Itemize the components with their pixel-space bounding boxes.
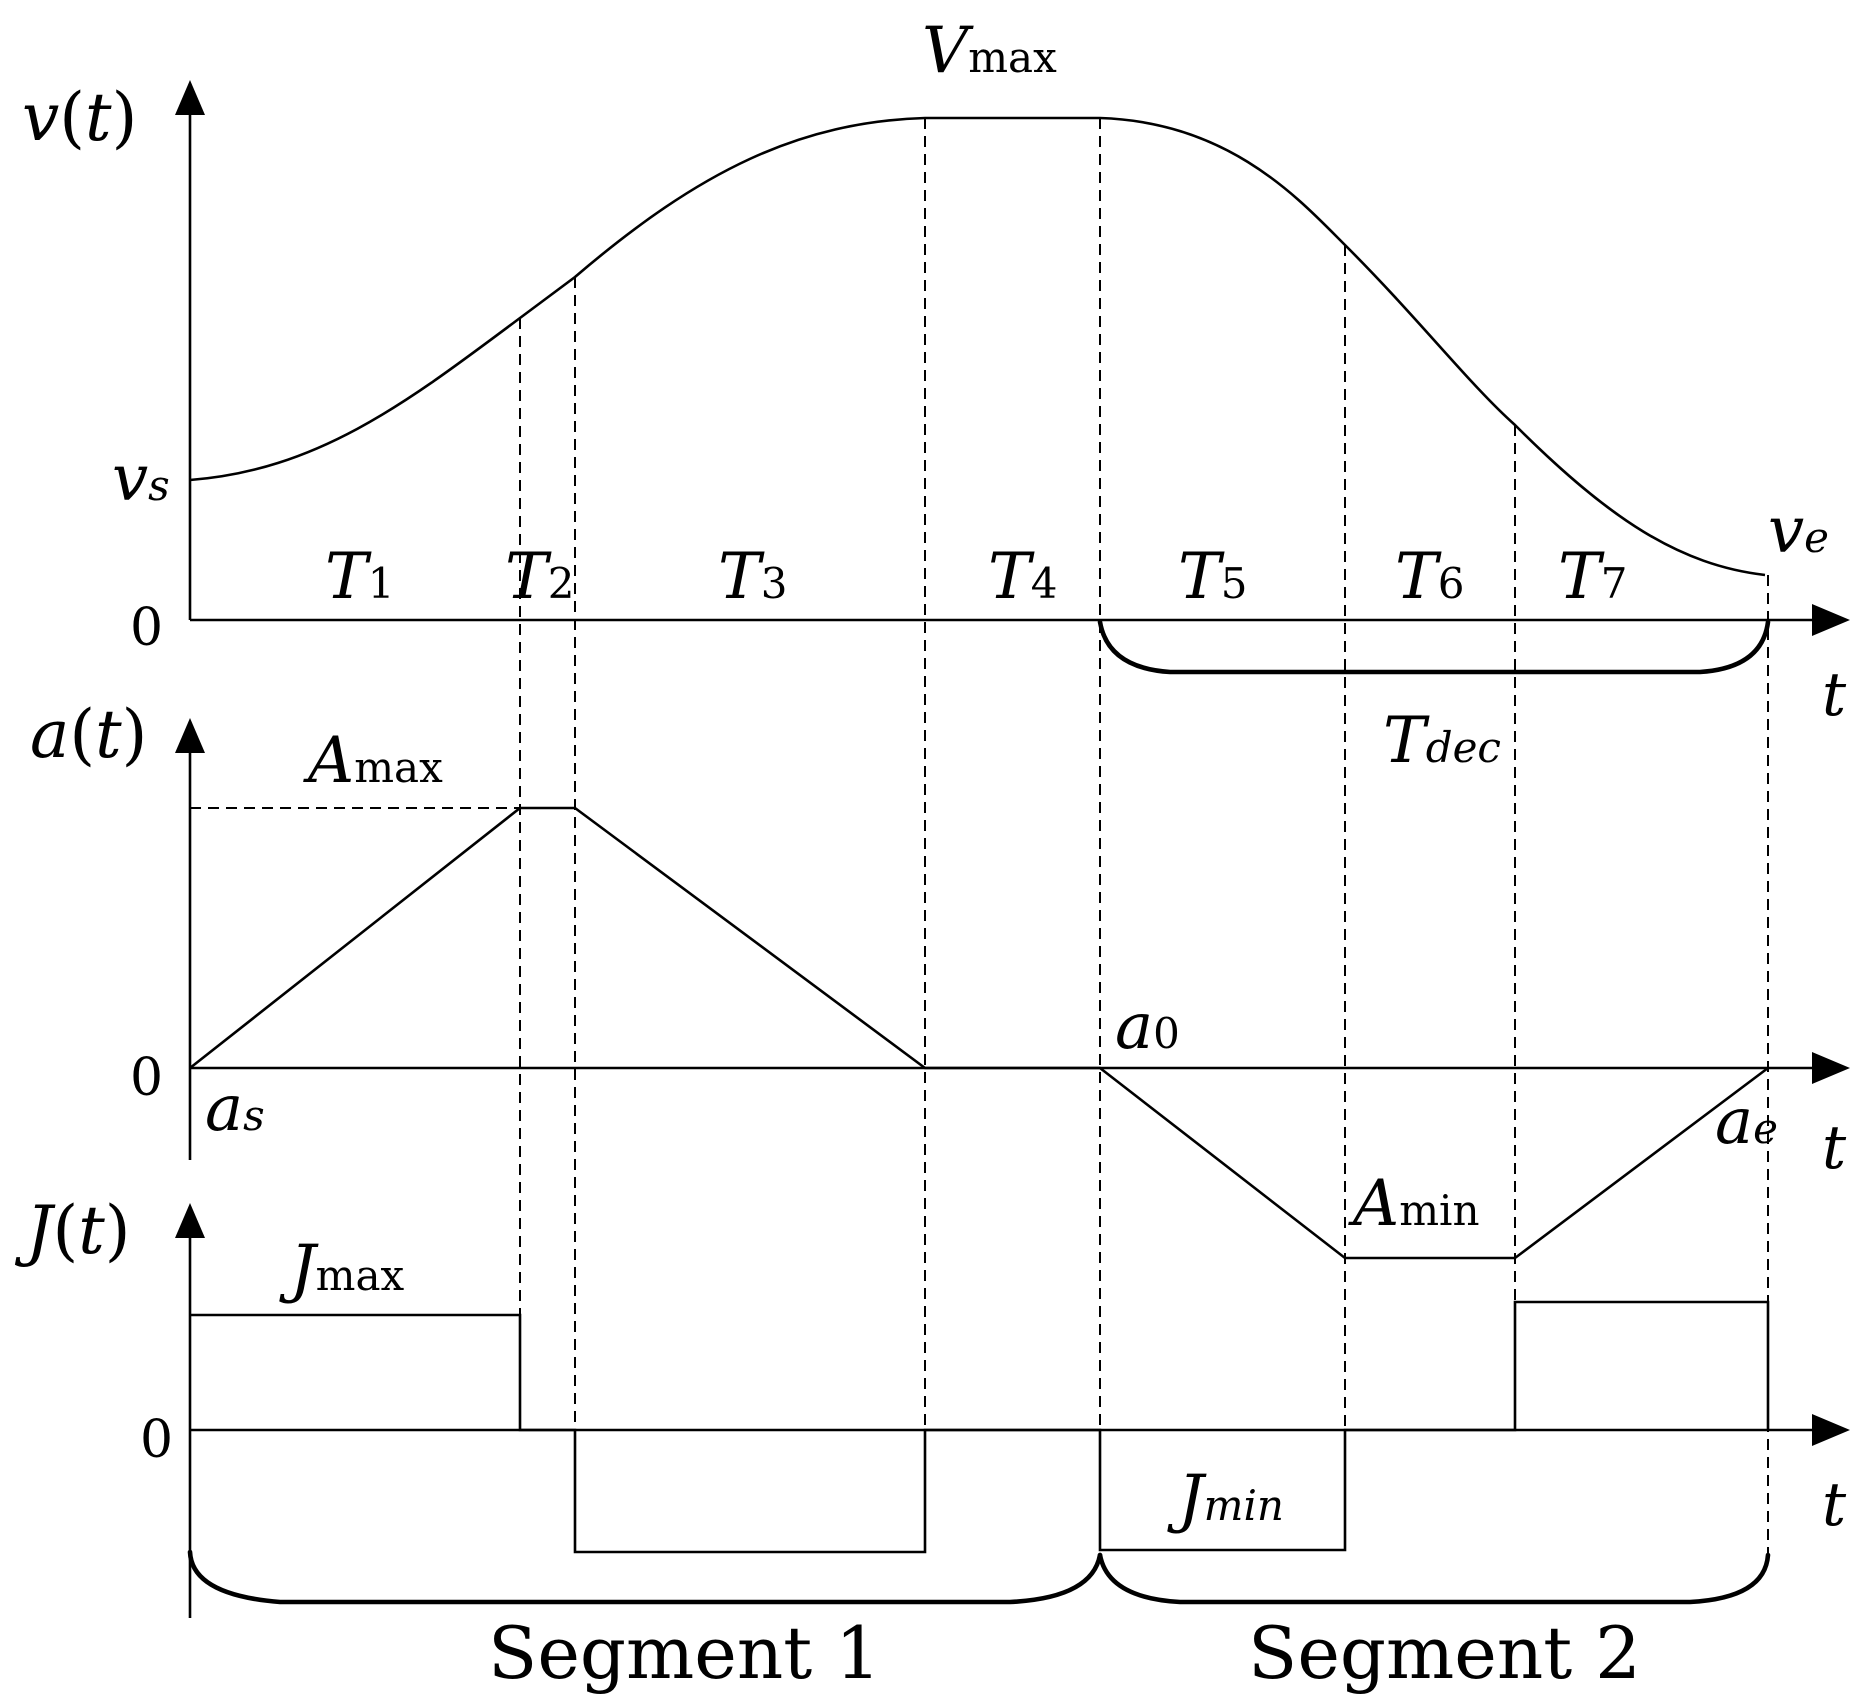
- acceleration-x-label: t: [1822, 1113, 1847, 1183]
- segment-1-brace: [187, 1549, 1103, 1605]
- phase-t5-label: T5: [1178, 540, 1247, 614]
- ae-label: ae: [1715, 1085, 1778, 1159]
- amax-label: Amax: [303, 724, 443, 798]
- as-label: as: [205, 1072, 265, 1146]
- ve-label: ve: [1768, 494, 1829, 568]
- phase-t6-label: T6: [1395, 540, 1464, 614]
- jerk-y-arrow: [175, 1203, 205, 1238]
- jerk-zero-label: 0: [140, 1410, 173, 1470]
- phase-t3-label: T3: [718, 540, 787, 614]
- segment-2-brace: [1097, 1552, 1771, 1605]
- segment-braces: Segment 1 Segment 2: [187, 1549, 1771, 1695]
- velocity-y-arrow: [175, 80, 205, 115]
- jerk-ylabel: J(t): [14, 1192, 131, 1269]
- tdec-brace: [1097, 619, 1771, 675]
- velocity-curve: [189, 116, 1766, 577]
- svg-text:a(t): a(t): [30, 696, 147, 773]
- svg-text:v(t): v(t): [22, 79, 137, 156]
- phase-t1-label: T1: [325, 540, 394, 614]
- segment-2-label: Segment 2: [1248, 1611, 1641, 1695]
- velocity-x-arrow: [1812, 604, 1850, 636]
- tdec-label: Tdec: [1383, 704, 1501, 778]
- a0-label: a0: [1115, 990, 1180, 1064]
- velocity-panel: v(t) 0 t Vmax vs ve T1 T2 T3 T4 T5 T6: [22, 14, 1850, 778]
- amin-label: Amin: [1348, 1167, 1480, 1241]
- phase-t4-label: T4: [988, 540, 1057, 614]
- jmax-label: Jmax: [279, 1232, 405, 1306]
- phase-boundary-guides: [519, 118, 1769, 1555]
- acceleration-zero-label: 0: [130, 1048, 163, 1108]
- velocity-zero-label: 0: [130, 598, 163, 658]
- acceleration-panel: a(t) 0 t Amax Amin as a0 ae: [30, 696, 1850, 1260]
- jerk-x-label: t: [1822, 1470, 1847, 1540]
- jerk-curve: [190, 1300, 1770, 1554]
- jerk-x-arrow: [1812, 1414, 1850, 1446]
- acceleration-ylabel: a(t): [30, 696, 147, 773]
- jerk-panel: J(t) 0 t Jmax Jmin: [14, 1192, 1850, 1618]
- segment-1-label: Segment 1: [488, 1611, 881, 1695]
- vs-label: vs: [112, 442, 170, 516]
- acceleration-curve: [189, 806, 1769, 1260]
- acceleration-y-arrow: [175, 718, 205, 753]
- jmin-label: Jmin: [1167, 1462, 1284, 1536]
- velocity-ylabel: v(t): [22, 79, 137, 156]
- svg-text:J(t): J(t): [14, 1192, 131, 1269]
- velocity-x-label: t: [1822, 660, 1847, 730]
- phase-t7-label: T7: [1558, 540, 1627, 614]
- phase-t2-label: T2: [505, 540, 574, 614]
- acceleration-x-arrow: [1812, 1052, 1850, 1084]
- vmax-label: Vmax: [922, 14, 1057, 88]
